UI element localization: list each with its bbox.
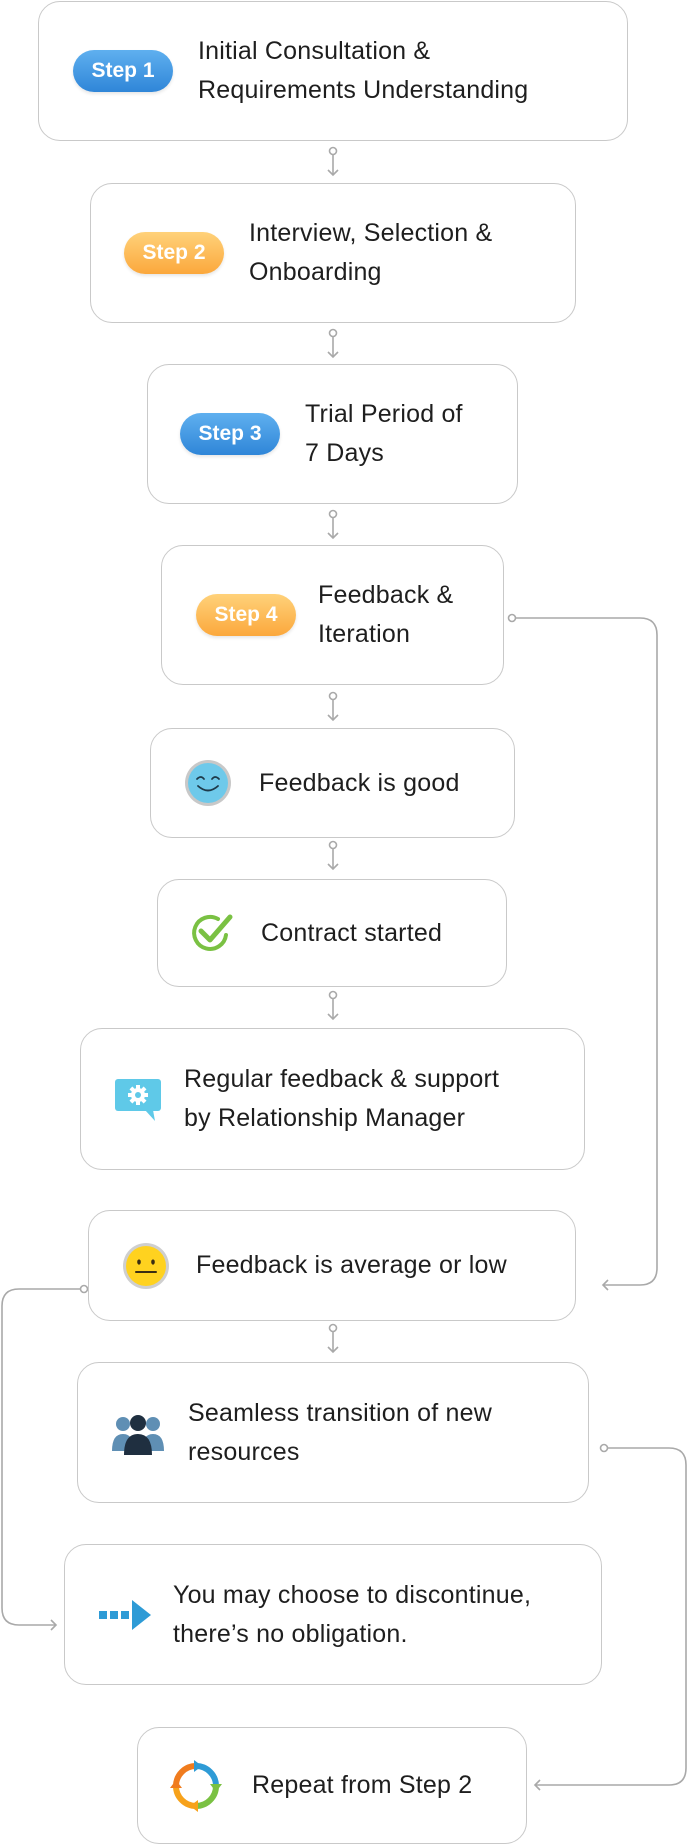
arrow-step2-step3 (327, 328, 339, 359)
arrow-contract-support (327, 990, 339, 1021)
step-2-text: Interview, Selection & Onboarding (249, 214, 492, 292)
support-line-2: by Relationship Manager (184, 1104, 466, 1132)
neutral-face-icon (121, 1241, 171, 1291)
arrow-step4-good (327, 691, 339, 722)
arrow-step1-step2 (327, 146, 339, 177)
repeat-card: Repeat from Step 2 (137, 1727, 527, 1844)
step-3-card: Step 3 Trial Period of 7 Days (147, 364, 518, 504)
discontinue-card: You may choose to discontinue, there’s n… (64, 1544, 602, 1685)
contract-started-text: Contract started (261, 918, 443, 947)
arrow-good-contract (327, 840, 339, 871)
discontinue-text: You may choose to discontinue, there’s n… (173, 1576, 531, 1654)
step-3-line-2: 7 Days (305, 439, 385, 467)
contract-started-card: Contract started (157, 879, 507, 987)
step-3-text: Trial Period of 7 Days (305, 395, 463, 473)
team-people-icon (110, 1411, 166, 1455)
discontinue-line-2: there’s no obligation. (173, 1619, 408, 1648)
arrow-low-transition (327, 1323, 339, 1354)
support-chat-gear-icon (113, 1075, 163, 1123)
repeat-text: Repeat from Step 2 (252, 1771, 473, 1799)
step-2-badge: Step 2 (124, 232, 224, 274)
repeat-cycle-icon (170, 1759, 222, 1812)
step-3-line-1: Trial Period of (305, 400, 463, 428)
step-4-text: Feedback & Iteration (318, 576, 453, 654)
arrow-step3-step4 (327, 509, 339, 540)
step-1-card: Step 1 Initial Consultation & Requiremen… (38, 1, 628, 141)
arrow-low-discontinue (1, 1284, 89, 1631)
step-4-card: Step 4 Feedback & Iteration (161, 545, 504, 685)
dashed-arrow-icon (97, 1597, 153, 1633)
step-4-line-1: Feedback & (318, 581, 454, 609)
step-1-badge: Step 1 (73, 50, 173, 92)
step-2-card: Step 2 Interview, Selection & Onboarding (90, 183, 576, 323)
transition-text: Seamless transition of new resources (188, 1394, 492, 1472)
arrow-step4-low (507, 613, 658, 1291)
check-circle-icon (188, 909, 236, 957)
step-1-line-1: Initial Consultation & (198, 37, 431, 65)
transition-line-1: Seamless transition of new (188, 1398, 492, 1427)
step-3-badge: Step 3 (180, 413, 280, 455)
step-4-line-2: Iteration (318, 620, 411, 648)
step-1-line-2: Requirements Understanding (198, 76, 529, 104)
step-2-line-1: Interview, Selection & (249, 219, 493, 247)
feedback-low-text: Feedback is average or low (196, 1251, 507, 1279)
transition-card: Seamless transition of new resources (77, 1362, 589, 1503)
step-4-badge: Step 4 (196, 594, 296, 636)
support-line-1: Regular feedback & support (184, 1065, 500, 1093)
feedback-low-card: Feedback is average or low (88, 1210, 576, 1321)
transition-line-2: resources (188, 1437, 300, 1466)
step-2-line-2: Onboarding (249, 258, 382, 286)
step-1-text: Initial Consultation & Requirements Unde… (198, 32, 528, 110)
feedback-good-text: Feedback is good (259, 768, 460, 797)
feedback-good-card: Feedback is good (150, 728, 515, 838)
smile-face-icon (183, 758, 233, 808)
support-card: Regular feedback & support by Relationsh… (80, 1028, 585, 1170)
discontinue-line-1: You may choose to discontinue, (173, 1580, 532, 1609)
arrow-transition-repeat (533, 1443, 687, 1791)
support-text: Regular feedback & support by Relationsh… (184, 1060, 499, 1138)
